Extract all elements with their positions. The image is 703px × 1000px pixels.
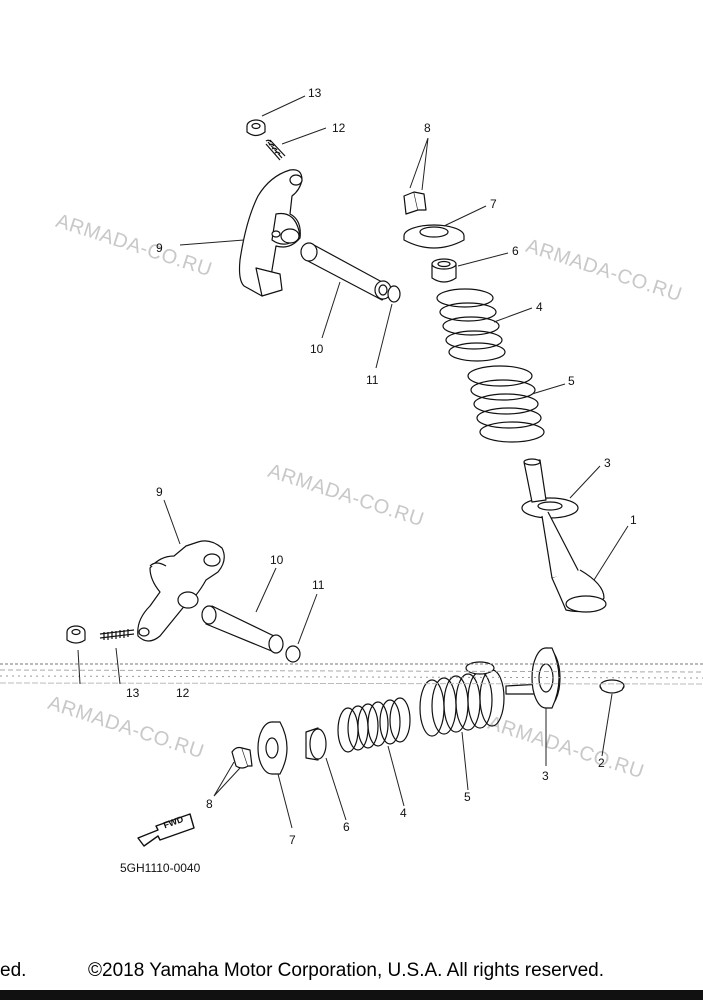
valve-cotter-part-8: [403, 191, 427, 215]
callout-3: 3: [604, 456, 611, 470]
spring-retainer-part-7-lower: [257, 721, 288, 775]
oil-seal-part-6: [431, 258, 457, 283]
inner-spring-part-4: [436, 288, 506, 362]
o-ring-part-11: [387, 285, 401, 303]
callout-6: 6: [343, 820, 350, 834]
callout-9: 9: [156, 485, 163, 499]
valve-part-3-lower: [505, 647, 561, 709]
callout-13: 13: [126, 686, 140, 700]
nut-part-13: [246, 119, 266, 137]
oil-seal-part-6-lower: [305, 727, 327, 761]
callout-12: 12: [332, 121, 346, 135]
outer-spring-part-5: [467, 365, 545, 443]
fwd-arrow-icon: [137, 813, 195, 847]
valve-part-1: [523, 458, 607, 613]
bottom-bar: [0, 990, 703, 1000]
callout-7: 7: [289, 833, 296, 847]
callout-4: 4: [400, 806, 407, 820]
nut-part-13-lower: [66, 625, 86, 644]
adjusting-screw-part-12-lower: [99, 629, 135, 640]
diagram-code: 5GH1110-0040: [120, 861, 201, 875]
callout-5: 5: [464, 790, 471, 804]
callout-13: 13: [308, 86, 322, 100]
inner-spring-part-4-lower: [337, 697, 411, 753]
rocker-arm-part-9-lower: [137, 540, 225, 642]
callout-1: 1: [630, 513, 637, 527]
torn-strip: [0, 663, 703, 685]
o-ring-part-11-lower: [285, 645, 301, 663]
rocker-shaft-part-10-lower: [201, 605, 284, 654]
rocker-shaft-part-10: [300, 242, 392, 301]
callout-3: 3: [542, 769, 549, 783]
callout-10: 10: [310, 342, 324, 356]
callout-12: 12: [176, 686, 190, 700]
valve-guide-part-2: [599, 679, 625, 694]
copyright-fragment: ed.: [0, 960, 27, 981]
callout-6: 6: [512, 244, 519, 258]
callout-11: 11: [312, 578, 325, 592]
callout-7: 7: [490, 197, 497, 211]
callout-8: 8: [424, 121, 431, 135]
rocker-arm-part-9: [238, 169, 303, 297]
leader-lines: [77, 95, 629, 829]
copyright-text: ©2018 Yamaha Motor Corporation, U.S.A. A…: [88, 960, 604, 981]
callout-2: 2: [598, 756, 605, 770]
callout-4: 4: [536, 300, 543, 314]
adjusting-screw-part-12: [265, 139, 286, 161]
spring-retainer-part-7: [403, 224, 465, 249]
callout-9: 9: [156, 241, 163, 255]
callout-11: 11: [366, 373, 379, 387]
valve-cotter-part-8-lower: [231, 746, 253, 769]
callout-10: 10: [270, 553, 284, 567]
callout-5: 5: [568, 374, 575, 388]
callout-8: 8: [206, 797, 213, 811]
copyright-line: ed. ©2018 Yamaha Motor Corporation, U.S.…: [0, 960, 703, 986]
outer-spring-part-5-lower: [419, 669, 505, 737]
